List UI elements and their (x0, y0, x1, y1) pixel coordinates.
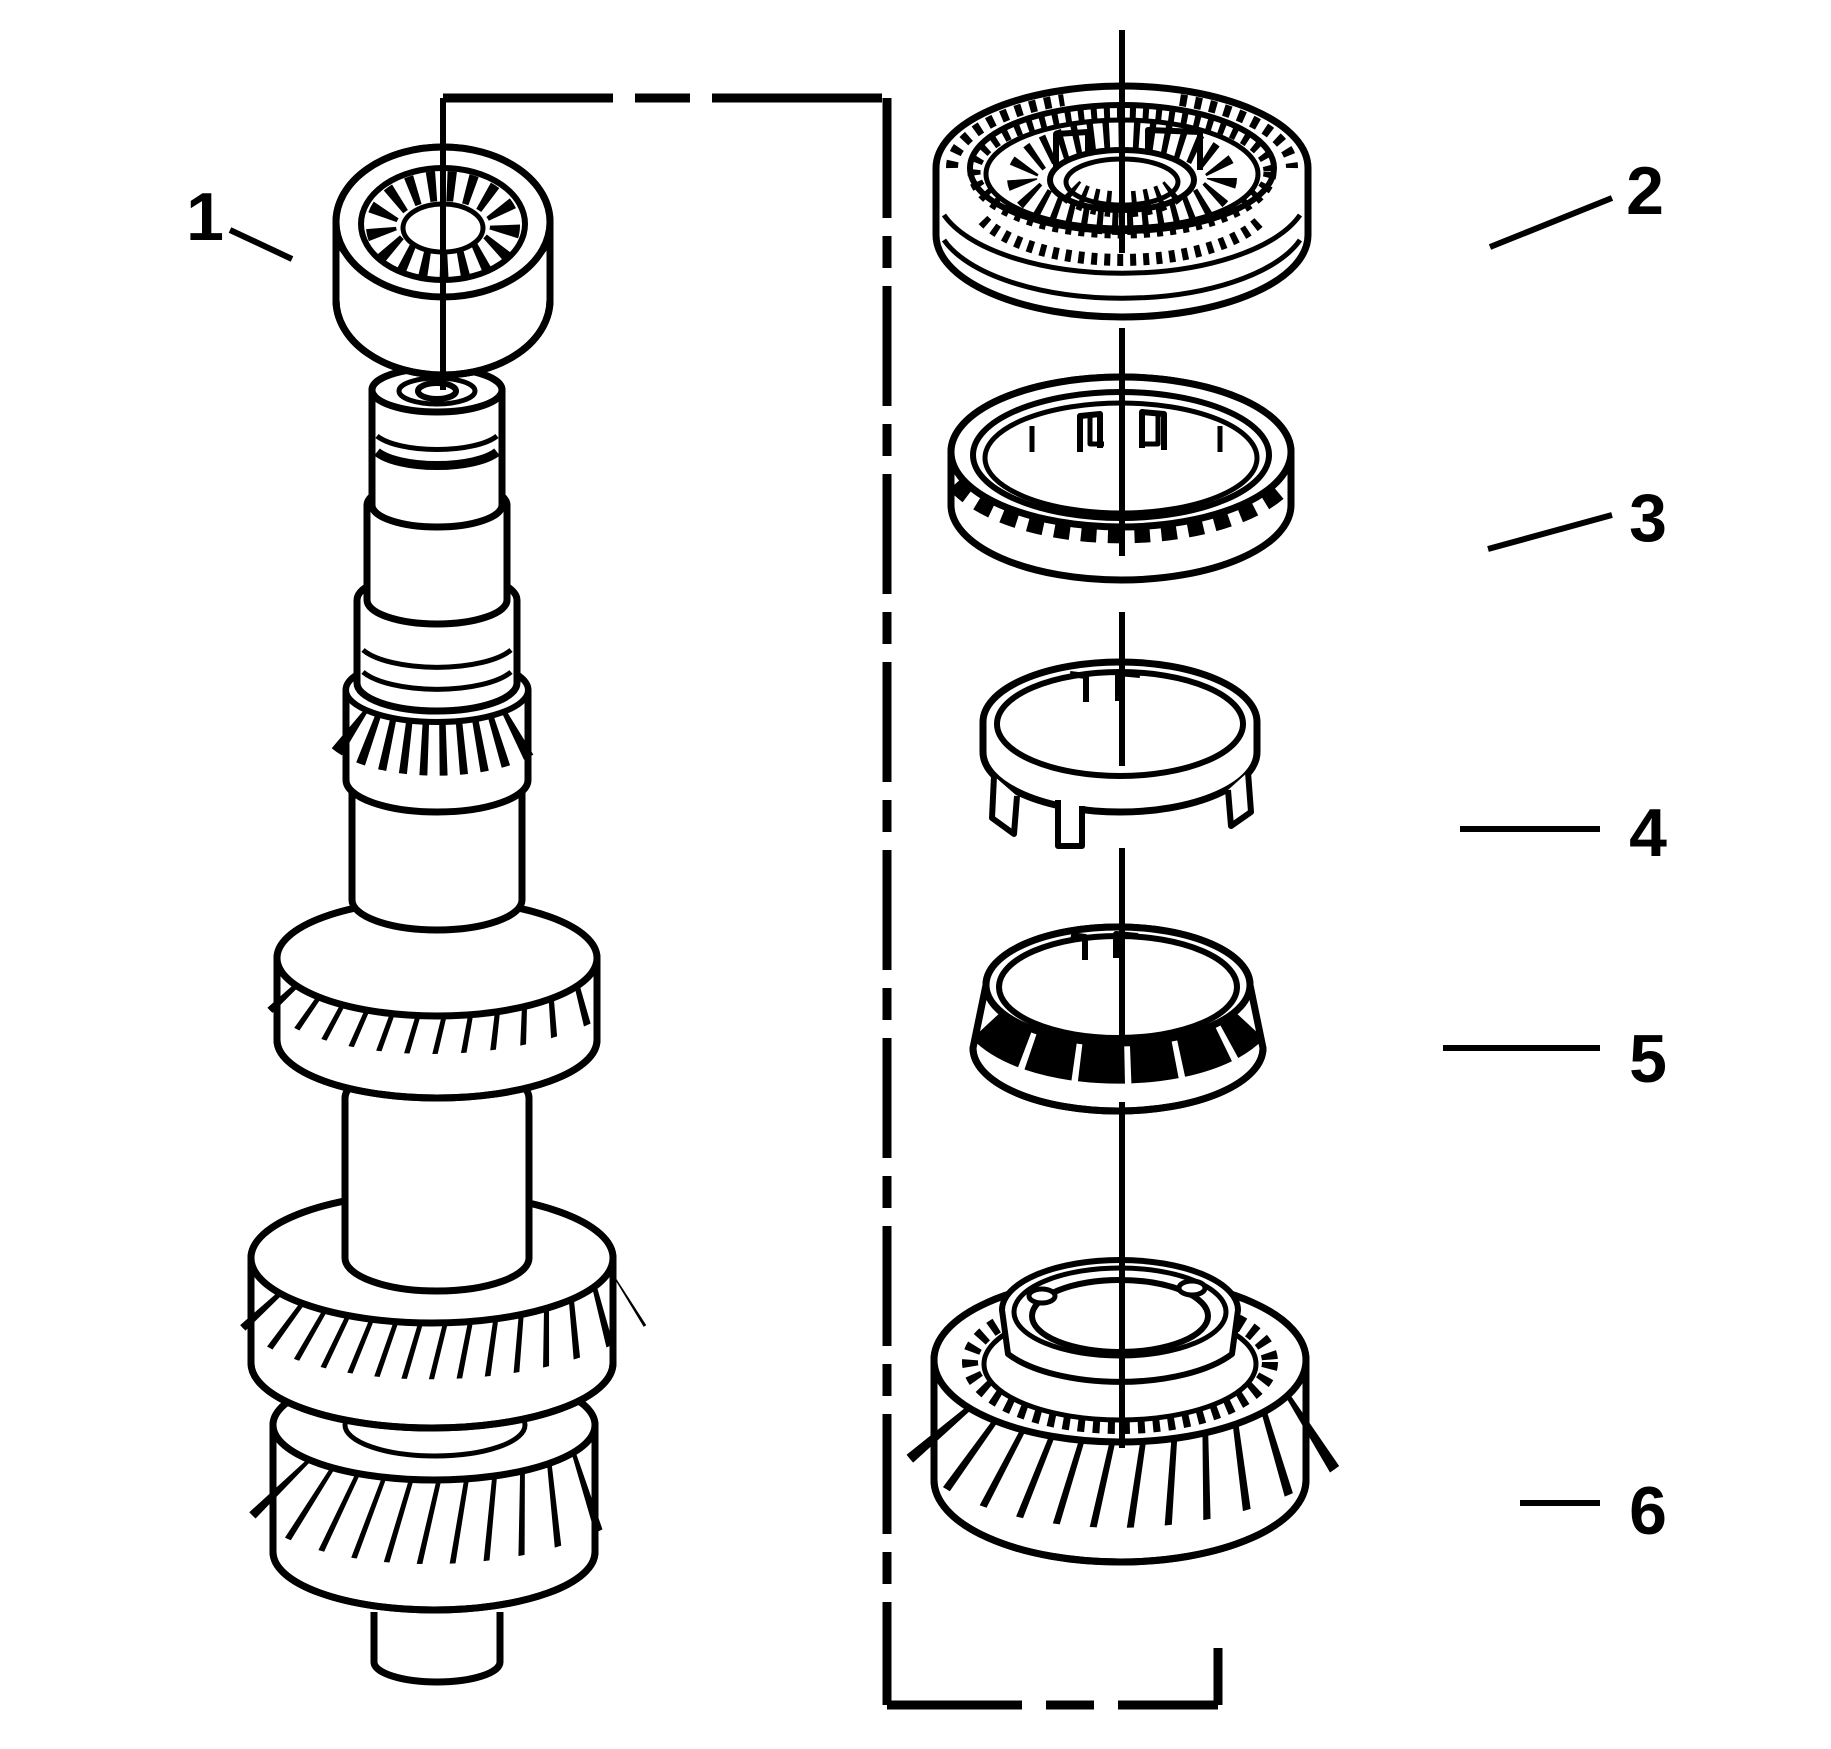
speed-gear-bottom-edge (930, 1479, 1310, 1566)
speed-gear-lube-hole-left (1026, 1286, 1058, 1306)
first-speed-gear-bottom-edge (269, 1551, 599, 1614)
blocking-ring-notch-left (1077, 411, 1103, 452)
cone-ring-tab-right (1113, 931, 1139, 958)
callout-6: 6 (1520, 1473, 1667, 1549)
shaft-spline-bottom-edge (343, 779, 531, 815)
cone-ring-bottom-edge (969, 1047, 1267, 1115)
callout-2: 2 (1488, 153, 1664, 250)
callout-4: 4 (1460, 795, 1667, 871)
cone-ring-tab-left (1070, 932, 1088, 960)
callout-3-label: 3 (1629, 480, 1667, 556)
callout-1-leader (228, 227, 294, 262)
shaft-collar-ring-1 (361, 648, 513, 670)
intermediate-ring-leg-center (1055, 800, 1085, 849)
callout-3: 3 (1487, 480, 1667, 556)
blocking-ring-notch-right (1139, 409, 1167, 450)
cone-ring-wall-segments (972, 1006, 1264, 1084)
callout-1-label: 1 (186, 179, 224, 255)
second-speed-gear-bottom-edge (247, 1362, 617, 1432)
callout-2-label: 2 (1626, 153, 1664, 229)
shaft-neck-groove-1 (375, 434, 499, 453)
shaft-collar-ring-2 (361, 670, 513, 692)
callout-3-leader (1487, 512, 1613, 552)
intermediate-ring-leg-right (1225, 771, 1254, 829)
intermediate-ring-top-tab-left (1069, 671, 1089, 702)
mainshaft-assembly (240, 364, 647, 1686)
speed-gear-lube-hole-right (1176, 1278, 1208, 1298)
callout-5: 5 (1443, 1021, 1667, 1097)
shaft-neck-groove-2 (374, 448, 500, 471)
shaft-spline-teeth (331, 696, 543, 776)
intermediate-ring-leg-left (989, 775, 1020, 837)
shaft-bottom-stub (370, 1612, 504, 1686)
assembly-reference-lines (443, 93, 1223, 1710)
synchronizer-blocking-ring (947, 373, 1295, 584)
callout-2-leader (1488, 195, 1614, 250)
blocking-ring-bottom-edge (948, 504, 1294, 583)
blocking-ring-tab-3 (1144, 414, 1161, 447)
speed-gear-helical-teeth (906, 1357, 1353, 1528)
callout-5-label: 5 (1629, 1021, 1667, 1097)
callout-6-label: 6 (1629, 1473, 1667, 1549)
second-speed-gear-teeth (240, 1245, 647, 1380)
sleeve-drum-ring-1 (941, 213, 1303, 276)
intermediate-ring-top-tab-right (1115, 670, 1141, 701)
third-speed-gear-bottom-edge (273, 1039, 601, 1102)
sleeve-front-serration (978, 215, 1266, 266)
callout-1: 1 (186, 179, 294, 262)
synchronizer-inner-cone-ring (969, 923, 1267, 1115)
shaft-tip-center-hole (415, 380, 459, 402)
speed-gear-dog-tooth-ring (962, 1290, 1278, 1434)
callout-4-label: 4 (1629, 795, 1667, 871)
sleeve-drum-ring-2 (941, 238, 1303, 301)
